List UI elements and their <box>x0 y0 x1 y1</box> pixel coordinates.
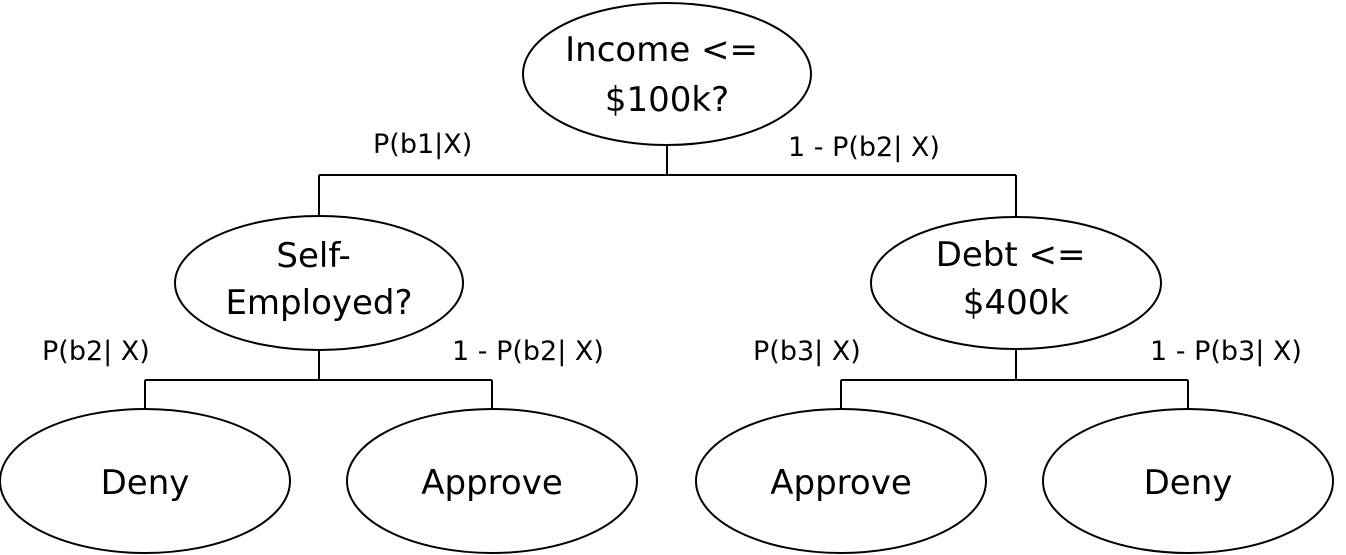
edge-label-debt-right: 1 - P(b3| X) <box>1150 336 1302 367</box>
node-self-employed-ellipse <box>174 215 464 351</box>
leaf-node-4-ellipse <box>1042 408 1334 554</box>
connector-self-employed <box>144 350 493 409</box>
leaf-node-1-ellipse <box>0 408 291 554</box>
edge-label-self-right: 1 - P(b2| X) <box>452 336 604 367</box>
edge-label-root-left: P(b1|X) <box>373 129 472 160</box>
leaf-node-2-ellipse <box>346 408 638 554</box>
leaf-node-1: Deny <box>0 408 291 554</box>
tree-connectors <box>144 146 1189 409</box>
leaf-node-3-ellipse <box>695 408 987 554</box>
node-income-ellipse <box>522 2 812 146</box>
node-self-employed-line-1: Self- <box>276 236 350 276</box>
edge-labels: P(b1|X) 1 - P(b2| X) P(b2| X) 1 - P(b2| … <box>42 129 1302 367</box>
leaf-node-3-label: Approve <box>770 463 912 503</box>
node-debt-line-1: Debt <= <box>936 235 1086 275</box>
node-income-line-2: $100k? <box>605 80 729 120</box>
leaf-node-4-label: Deny <box>1144 463 1233 503</box>
node-debt-ellipse <box>870 216 1162 350</box>
node-income: Income <= $100k? <box>522 2 812 146</box>
node-income-label: Income <= $100k? <box>565 30 769 120</box>
node-self-employed-line-2: Employed? <box>225 283 412 323</box>
node-self-employed: Self- Employed? <box>174 215 464 351</box>
edge-label-root-right: 1 - P(b2| X) <box>788 132 940 163</box>
leaf-node-2-label: Approve <box>421 463 563 503</box>
leaf-node-1-label: Deny <box>101 463 190 503</box>
leaf-node-3: Approve <box>695 408 987 554</box>
edge-label-self-left: P(b2| X) <box>42 336 150 367</box>
edge-label-debt-left: P(b3| X) <box>753 336 861 367</box>
node-debt-label: Debt <= $400k <box>936 235 1097 323</box>
connector-root <box>318 146 1017 220</box>
node-debt: Debt <= $400k <box>870 216 1162 350</box>
node-self-employed-label: Self- Employed? <box>225 236 412 323</box>
leaf-node-4: Deny <box>1042 408 1334 554</box>
node-income-line-1: Income <= <box>565 30 758 70</box>
node-debt-line-2: $400k <box>963 283 1070 323</box>
connector-debt <box>840 348 1189 409</box>
leaf-node-2: Approve <box>346 408 638 554</box>
